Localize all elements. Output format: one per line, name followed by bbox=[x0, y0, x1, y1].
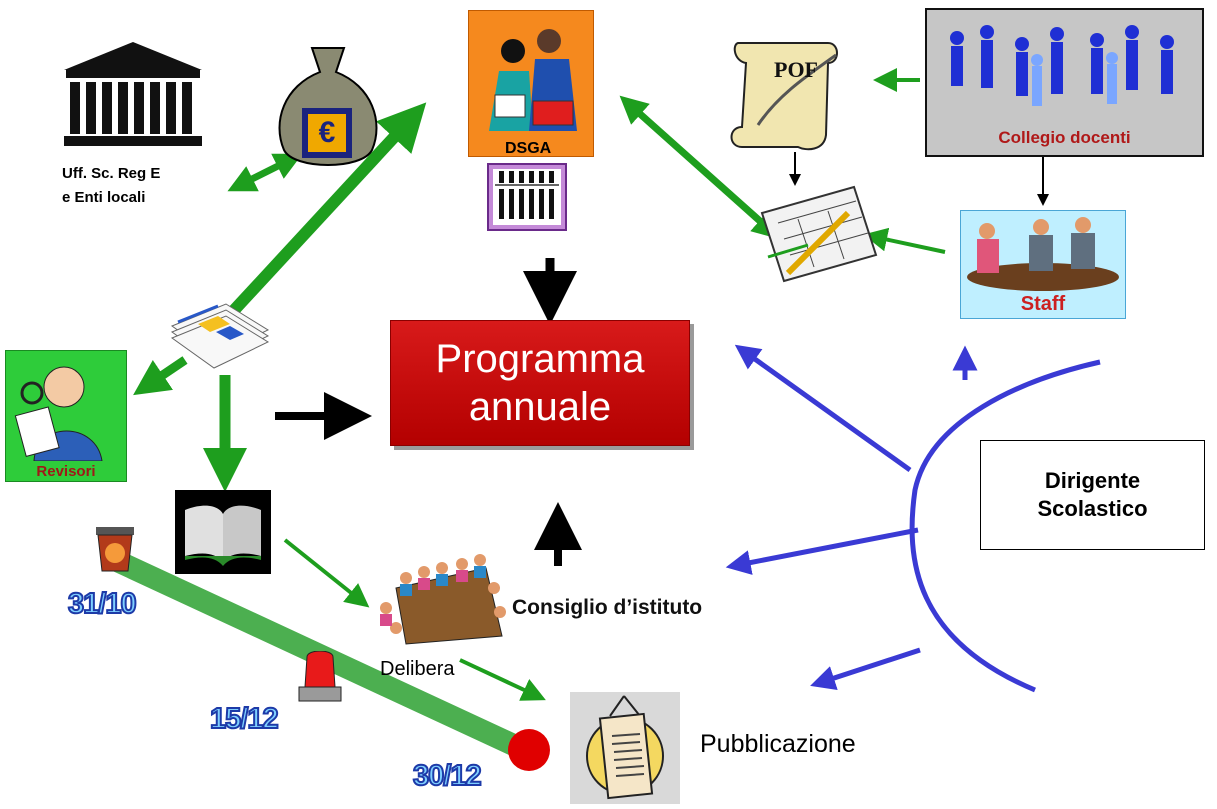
dsga-label: DSGA bbox=[505, 140, 552, 157]
auditor-icon bbox=[14, 366, 103, 462]
blueprint-icon bbox=[760, 185, 878, 283]
revisori-label: Revisori bbox=[36, 463, 96, 480]
staff-box: Staff bbox=[960, 210, 1126, 319]
pof-label: POF bbox=[774, 57, 818, 82]
staff-label: Staff bbox=[1020, 293, 1066, 315]
revisori-box: Revisori bbox=[5, 350, 127, 482]
programma-line2: annuale bbox=[468, 385, 612, 429]
siren-icon bbox=[298, 651, 342, 702]
arrow-staff-plan bbox=[863, 227, 946, 254]
euro-symbol: € bbox=[319, 116, 336, 149]
book-icon bbox=[175, 490, 271, 574]
delibera-label: Delibera bbox=[380, 658, 455, 680]
arrow-dirigente-pubblicazione bbox=[810, 647, 921, 691]
uff-label: Uff. Sc. Reg E e Enti locali bbox=[62, 165, 161, 206]
pubblicazione-label: Pubblicazione bbox=[700, 730, 856, 758]
dirigente-scolastico-box: Dirigente Scolastico bbox=[980, 440, 1205, 550]
arrow-dsga-plan bbox=[619, 95, 781, 240]
bell-icon bbox=[96, 527, 134, 572]
pof-scroll-icon: POF bbox=[730, 42, 838, 151]
abacus-icon bbox=[487, 163, 567, 231]
pubblicazione-icon bbox=[570, 692, 680, 804]
arrow-docs-revisori bbox=[133, 356, 188, 396]
arrow-money-uff bbox=[227, 153, 303, 192]
arrow-book-consiglio bbox=[283, 538, 370, 608]
dsga-icon bbox=[468, 10, 594, 157]
documents-stack-icon bbox=[170, 303, 270, 369]
collegio-docenti-box: Collegio docenti bbox=[925, 8, 1204, 157]
dirigente-line1: Dirigente bbox=[1044, 468, 1141, 493]
dirigente-curve bbox=[909, 359, 1101, 693]
date-15-12: 15/12 bbox=[209, 702, 280, 736]
programma-annuale-box: Programma annuale bbox=[390, 320, 690, 446]
meeting-icon bbox=[967, 217, 1119, 291]
money-bag-icon: € bbox=[278, 47, 378, 166]
dirigente-line2: Scolastico bbox=[1037, 496, 1148, 521]
crowd-icon bbox=[950, 25, 1174, 106]
date-30-12: 30/12 bbox=[412, 759, 483, 793]
red-dot-icon bbox=[508, 729, 550, 771]
building-icon bbox=[64, 42, 202, 146]
consiglio-label: Consiglio d’istituto bbox=[512, 596, 703, 619]
date-31-10: 31/10 bbox=[67, 587, 138, 621]
collegio-label: Collegio docenti bbox=[998, 128, 1131, 147]
arrow-docs-dsga bbox=[220, 102, 427, 325]
arrow-dirigente-programma bbox=[734, 344, 912, 473]
arrow-dirigente-consiglio bbox=[725, 527, 919, 575]
programma-line1: Programma bbox=[435, 337, 645, 381]
council-meeting-icon bbox=[380, 554, 506, 645]
arrow-delibera-pubblicazione bbox=[459, 658, 546, 701]
